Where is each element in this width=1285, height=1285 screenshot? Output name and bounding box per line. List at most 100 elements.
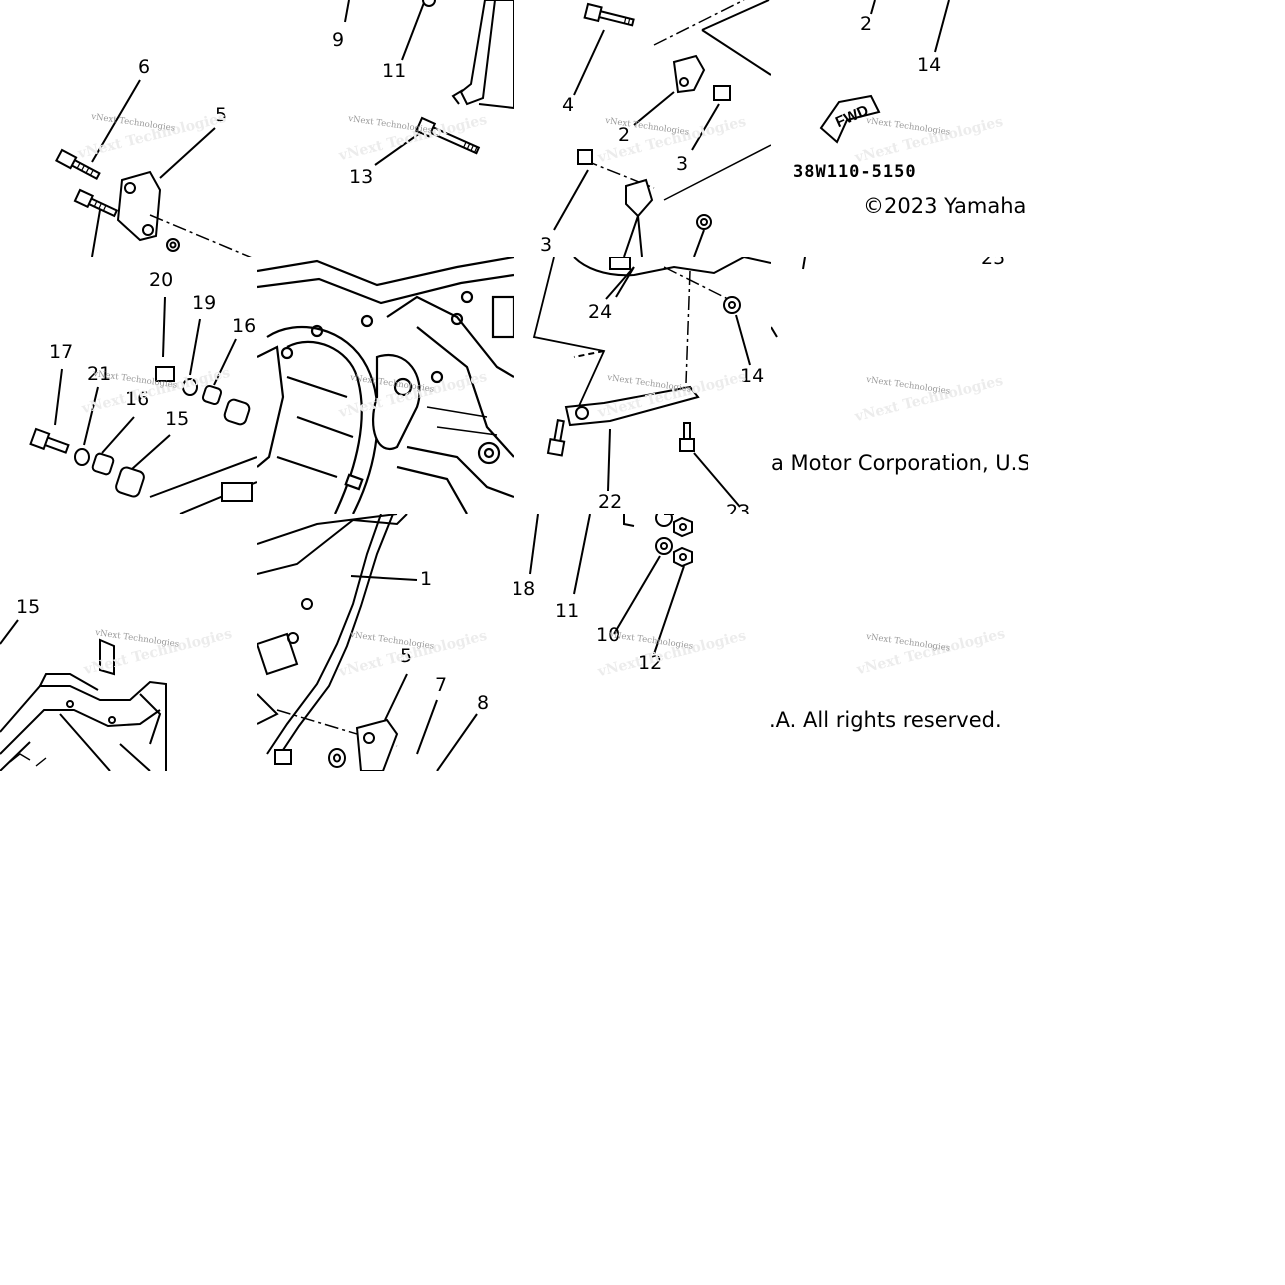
bolt: [55, 148, 101, 180]
callout-label: 8: [477, 692, 490, 714]
leader-line: [693, 452, 741, 508]
leader-line: [0, 619, 19, 645]
leader-line: [101, 416, 135, 454]
mount-bracket: [116, 170, 162, 242]
callout-label: 16: [125, 388, 150, 410]
diagram-tile-r2c4: 25 a Motor Corporation, U.S vNext Techno…: [771, 257, 1028, 514]
callout-label: 17: [49, 341, 74, 363]
diagram-tile-r1c1: 6 5 vNext Technologies vNext Technologie…: [0, 0, 257, 257]
leader-line: [159, 127, 216, 179]
down-tube: [276, 514, 394, 760]
callout-label: 24: [588, 301, 613, 323]
leader-line: [870, 0, 876, 15]
frame-member: [386, 295, 514, 378]
washer: [655, 537, 673, 555]
diagram-tile-r3c4: .A. All rights reserved. vNext Technolog…: [771, 514, 1028, 771]
callout-label: 2: [860, 13, 873, 35]
leader-line: [189, 318, 201, 376]
callout-label: 16: [232, 315, 257, 337]
tile-drawing: [529, 514, 693, 655]
diagram-tile-r2c3: 23 24 14 22 23 vNext Technologies vNext …: [514, 257, 771, 514]
callout-label: 3: [540, 234, 553, 256]
callout-label: 22: [598, 491, 623, 513]
nut: [155, 366, 175, 382]
fwd-arrow: [819, 94, 881, 144]
tile-drawing: [553, 0, 771, 257]
copyright-fragment: ©2023 Yamaha: [863, 194, 1027, 218]
leader-line: [605, 266, 635, 300]
callout-label: 13: [349, 166, 374, 188]
leader-line: [735, 314, 751, 366]
leader-line: [613, 555, 661, 635]
frame-rail: [257, 273, 514, 305]
bracket: [672, 54, 706, 94]
washer: [655, 514, 673, 527]
bolt: [29, 427, 70, 454]
leader-line: [54, 368, 63, 426]
diagram-tile-r1c4: FWD 2 14 38W110-5150 ©2023 Yamaha vNext …: [771, 0, 1028, 257]
callout-label: 23: [726, 501, 751, 515]
callout-label: 3: [676, 153, 689, 175]
callout-label: 10: [596, 624, 621, 646]
copyright-fragment: a Motor Corporation, U.S: [771, 451, 1028, 475]
frame-rail: [257, 257, 514, 287]
callout-label: 7: [435, 674, 448, 696]
callout-label: 12: [638, 652, 663, 674]
tile-drawing: [771, 257, 806, 338]
copyright-fragment: .A. All rights reserved.: [771, 708, 1002, 732]
part-code: 38W110-5150: [793, 162, 917, 182]
nut: [673, 516, 693, 538]
washer: [182, 378, 198, 396]
diagram-tile-r3c2: 1 5 7 8 vNext Technologies vNext Technol…: [257, 514, 514, 771]
leader-line: [83, 386, 99, 446]
cross-tube: [276, 375, 354, 479]
leader-line: [607, 428, 611, 492]
collar: [91, 452, 115, 476]
callout-label: 15: [165, 408, 190, 430]
diagram-tile-r3c3: 18 11 10 12 vNext Technologies vNext Tec…: [514, 514, 771, 771]
tile-drawing: [55, 79, 252, 257]
down-tube: [266, 514, 382, 755]
leader-line: [162, 296, 166, 358]
callout-label: 5: [215, 104, 228, 126]
bolt: [546, 419, 566, 457]
frame-member: [266, 325, 379, 514]
leader-line: [344, 0, 350, 23]
callout-label: 2: [618, 124, 631, 146]
mount-bracket: [355, 718, 399, 771]
tile-drawing: [29, 296, 257, 514]
tile-drawing: [819, 0, 950, 144]
callout-label: 4: [562, 94, 575, 116]
tile-drawing: [344, 0, 514, 166]
collar: [223, 398, 251, 426]
callout-label: 6: [138, 56, 151, 78]
leader-line: [401, 0, 426, 61]
diagram-tile-r1c3: 4 2 3 3 vNext Technologies vNext Technol…: [514, 0, 771, 257]
diagram-tile-r2c1: 20 19 16 17 21 16 15 vNext Technologies …: [0, 257, 257, 514]
callout-label: 9: [332, 29, 345, 51]
bolt: [679, 422, 695, 452]
frame-member: [406, 445, 514, 499]
callout-label: 21: [87, 363, 112, 385]
bolt: [73, 188, 119, 218]
leader-line: [384, 673, 408, 721]
callout-label: 20: [149, 269, 174, 291]
frame-member: [416, 326, 514, 458]
long-bolt: [414, 116, 481, 155]
washer: [74, 448, 90, 466]
callout-label: 14: [740, 365, 765, 387]
leader-line: [691, 103, 720, 151]
leader-line: [934, 0, 950, 53]
frame-tube: [459, 0, 497, 106]
tile-drawing: [532, 257, 771, 508]
callout-label: 18: [514, 578, 536, 600]
leader-line: [633, 91, 675, 126]
diagram-tile-r2c2: vNext Technologies vNext Technologies: [257, 257, 514, 514]
leader-line: [553, 169, 589, 231]
callout-label: 11: [382, 60, 407, 82]
tile-drawing: [257, 257, 514, 514]
stay-plate: [564, 385, 700, 427]
tile-drawing: [257, 514, 478, 771]
leader-line: [573, 29, 605, 96]
leader-line: [416, 699, 438, 755]
